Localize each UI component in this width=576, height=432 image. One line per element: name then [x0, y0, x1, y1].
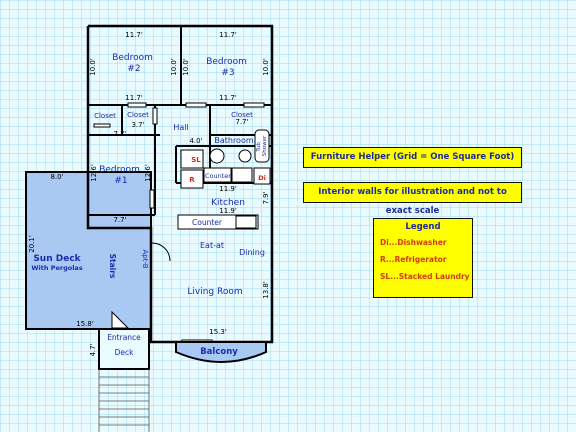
sun-deck-sub-label: With Pergolas: [31, 264, 83, 272]
dim-b2-left: 10.0': [89, 58, 97, 76]
dim-kitchen-top: 11.9': [219, 185, 237, 193]
closet-mid-label: Closet: [127, 111, 149, 119]
entrance-deck-area: [98, 328, 150, 370]
furniture-helper-banner: Furniture Helper (Grid = One Square Foot…: [303, 147, 522, 168]
dim-b1-bottom: 7.7': [113, 216, 126, 224]
counter-top-label: Counter: [205, 172, 231, 180]
kitchen-sink: [231, 167, 253, 183]
stove: [235, 215, 257, 229]
dimension-labels: 11.7' 11.7' 10.0' 10.0' 10.0' 10.0' 11.7…: [28, 31, 270, 357]
tub-shower-fixture: [254, 129, 270, 163]
room-label-bedroom3: Bedroom #3: [206, 57, 250, 78]
furniture-helper-text: Furniture Helper (Grid = One Square Foot…: [310, 152, 515, 162]
dim-living-side: 13.8': [262, 281, 270, 299]
scale-note-text: Interior walls for illustration and not …: [318, 187, 507, 216]
room-label-bedroom2: Bedroom #2: [112, 53, 156, 74]
kitchen-counter-top: [203, 167, 232, 183]
deck-label: Deck: [115, 348, 135, 357]
dim-entrance-side: 4.7': [89, 343, 97, 356]
entrance-label: Entrance: [107, 333, 141, 342]
tub-shower-label: Tub Shower: [256, 135, 268, 156]
refrigerator-mark: R: [189, 176, 195, 184]
dim-b1-right: 12.6': [144, 164, 152, 182]
dim-kitchen-bottom: 11.9': [219, 207, 237, 215]
dishwasher-mark: Di: [258, 174, 266, 182]
deck-door-swing: [111, 310, 130, 329]
entrance-stairs: [98, 369, 150, 432]
dim-b2-right: 10.0': [170, 58, 178, 76]
legend-item-dishwasher: Di...Dishwasher: [380, 238, 447, 247]
counter-bottom-label: Counter: [192, 218, 223, 227]
sun-deck-label: Sun Deck: [33, 254, 81, 264]
stacked-laundry-box: [180, 149, 204, 169]
dim-deck-bottom: 15.8': [76, 320, 94, 328]
sink-fixture: [238, 149, 252, 163]
refrigerator-box: [180, 169, 204, 189]
dim-bath-top: 4.0': [189, 137, 202, 145]
dim-mid-left: 11.7': [125, 94, 143, 102]
dishwasher-box: [253, 167, 271, 185]
stacked-laundry-mark: SL: [191, 156, 201, 164]
legend-item-refrigerator: R...Refrigerator: [380, 255, 447, 264]
living-room-label: Living Room: [187, 287, 242, 297]
bathroom-label: Bathroom: [214, 136, 254, 145]
apt-b-label: Apt-B: [141, 249, 149, 268]
legend-item-stacked-laundry: SL...Stacked Laundry: [380, 272, 470, 281]
outer-walls: [86, 24, 274, 344]
dining-label: Dining: [239, 248, 265, 257]
stairs-label: Stairs: [108, 254, 117, 279]
balcony-area: [175, 341, 267, 363]
toilet-fixture: [209, 148, 225, 164]
dim-b3-top: 11.7': [219, 31, 237, 39]
dim-closet-r: 7.7': [235, 118, 248, 126]
kitchen-label: Kitchen: [211, 198, 245, 208]
eat-at-label: Eat-at: [200, 241, 224, 250]
scale-note-banner: Interior walls for illustration and not …: [303, 182, 522, 216]
dim-closet-w: 3.7': [131, 121, 144, 129]
closet-right-label: Closet: [231, 111, 253, 119]
hall-label: Hall: [173, 123, 188, 132]
dim-living-bottom: 15.3': [209, 328, 227, 336]
dim-b3-left: 10.0': [182, 58, 190, 76]
dim-b1-left: 12.6': [90, 164, 98, 182]
balcony-label: Balcony: [200, 347, 238, 357]
closet-left-label: Closet: [94, 112, 116, 120]
legend-box: Legend Di...Dishwasher R...Refrigerator …: [373, 218, 473, 298]
dim-b2-top: 11.7': [125, 31, 143, 39]
room-label-bedroom1: Bedroom #1: [99, 165, 143, 186]
dim-b3-right: 10.0': [262, 58, 270, 76]
dim-kitchen-side: 7.9': [262, 191, 270, 204]
legend-title: Legend: [405, 222, 441, 232]
dim-b1-top: 7.7': [113, 130, 126, 138]
dim-deck-top: 8.0': [50, 173, 63, 181]
dim-deck-left: 20.1': [28, 235, 36, 253]
dim-mid-right: 11.7': [219, 94, 237, 102]
